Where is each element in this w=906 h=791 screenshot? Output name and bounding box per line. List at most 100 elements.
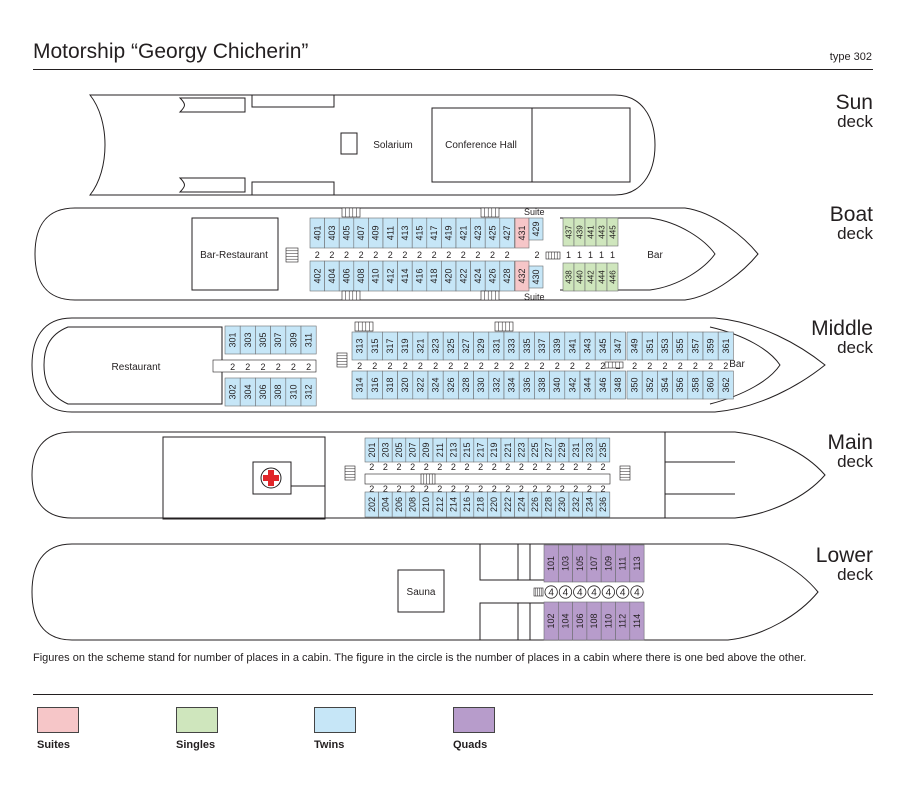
deck-label-middle: Middle deck: [811, 318, 873, 356]
cabin-number: 328: [461, 377, 471, 392]
cabin-number: 323: [431, 338, 441, 353]
cabin-places: 2: [560, 484, 565, 494]
deck-label-lower: Lower deck: [816, 545, 873, 583]
room-label: Conference Hall: [445, 140, 517, 151]
deck-name: Lower: [815, 544, 873, 567]
cabin-number: 230: [557, 497, 567, 512]
cabin-places: 2: [600, 462, 605, 472]
sauna-room: [397, 569, 445, 613]
stairs-icon: [480, 207, 500, 218]
twin-cabin: [595, 437, 611, 463]
cabin-places: 2: [708, 361, 713, 371]
cabin-number: 234: [584, 497, 594, 512]
cabin-number: 109: [603, 556, 613, 571]
cabin-places: 2: [587, 462, 592, 472]
legend-label: Quads: [453, 739, 488, 751]
cabin-number: 207: [408, 442, 418, 457]
cabin-number: 445: [609, 225, 618, 239]
legend-swatch: [176, 707, 218, 733]
cabin-number: 430: [531, 269, 541, 284]
cabin-places: 2: [315, 250, 320, 260]
cabin-places: 1: [610, 250, 615, 260]
cabin-places: 4: [620, 588, 626, 599]
cabin-places: 2: [451, 462, 456, 472]
cabin-number: 316: [370, 377, 380, 392]
single-cabin: [606, 217, 619, 247]
deck-label-boat: Boat deck: [830, 204, 873, 242]
cabin-places: 2: [344, 250, 349, 260]
cabin-places: 1: [566, 250, 571, 260]
cabin-number: 312: [304, 384, 314, 399]
cabin-number: 224: [516, 497, 526, 512]
cabin-number: 111: [618, 557, 628, 571]
cabin-places: 2: [532, 484, 537, 494]
ship-type: type 302: [829, 51, 872, 63]
twin-cabin: [595, 491, 611, 518]
deck-word: deck: [837, 452, 873, 471]
cabin-places: 2: [509, 361, 514, 371]
cabin-number: 429: [531, 221, 541, 236]
cabin-places: 2: [560, 462, 565, 472]
cabin-number: 217: [476, 442, 486, 457]
stairs-icon: [545, 251, 561, 260]
main-deck-hull: [31, 431, 826, 519]
cabin-number: 402: [312, 268, 322, 283]
cabin-places: 2: [662, 361, 667, 371]
cabin-number: 405: [342, 225, 352, 240]
cabin-number: 220: [489, 497, 499, 512]
cabin-number: 325: [446, 338, 456, 353]
cabin-number: 362: [721, 377, 731, 392]
cabin-places: 2: [479, 361, 484, 371]
cabin-number: 418: [429, 268, 439, 283]
cabin-number: 201: [367, 442, 377, 457]
cabin-number: 350: [630, 377, 640, 392]
cabin-number: 310: [288, 384, 298, 399]
cabin-number: 413: [400, 225, 410, 240]
cabin-number: 327: [461, 338, 471, 353]
cabin-places: 2: [383, 462, 388, 472]
cabin-places: 2: [448, 361, 453, 371]
cabin-places: 2: [573, 484, 578, 494]
cabin-number: 347: [613, 338, 623, 353]
cabin-places: 2: [306, 362, 311, 372]
cabin-number: 422: [458, 268, 468, 283]
cabin-places: 2: [424, 484, 429, 494]
cabin-number: 225: [530, 442, 540, 457]
cabin-places: 2: [396, 462, 401, 472]
sun-deck-hull: [88, 94, 656, 196]
cabin-number: 409: [371, 225, 381, 240]
cabin-number: 338: [537, 377, 547, 392]
cabin-places: 2: [461, 250, 466, 260]
sun-rect-top: [251, 94, 335, 108]
cabin-number: 321: [415, 338, 425, 353]
title-rule: [33, 69, 873, 70]
cabin-places: 2: [437, 462, 442, 472]
twin-cabin: [499, 217, 515, 249]
cabin-number: 107: [589, 556, 599, 571]
twin-cabin: [610, 331, 626, 361]
cabin-number: 334: [507, 377, 517, 392]
cabin-places: 2: [573, 462, 578, 472]
cabin-number: 329: [476, 338, 486, 353]
room-label: Sauna: [407, 587, 436, 598]
cabin-places: 4: [591, 588, 597, 599]
cabin-number: 341: [567, 338, 577, 353]
stairs-icon: [354, 321, 374, 332]
cabin-places: 2: [519, 484, 524, 494]
cabin-number: 427: [502, 225, 512, 240]
cabin-number: 361: [721, 338, 731, 353]
cabin-number: 404: [327, 268, 337, 283]
cabin-number: 235: [598, 442, 608, 457]
cabin-number: 113: [632, 556, 642, 570]
cabin-places: 2: [555, 361, 560, 371]
cabin-number: 344: [583, 377, 593, 392]
cabin-places: 1: [599, 250, 604, 260]
cabin-number: 431: [517, 225, 527, 240]
cabin-number: 305: [258, 332, 268, 347]
cabin-number: 441: [587, 225, 596, 239]
bunk-circle: [558, 585, 573, 599]
cabin-number: 426: [488, 268, 498, 283]
cabin-number: 306: [258, 384, 268, 399]
cabin-number: 403: [327, 225, 337, 240]
cabin-number: 214: [448, 497, 458, 512]
